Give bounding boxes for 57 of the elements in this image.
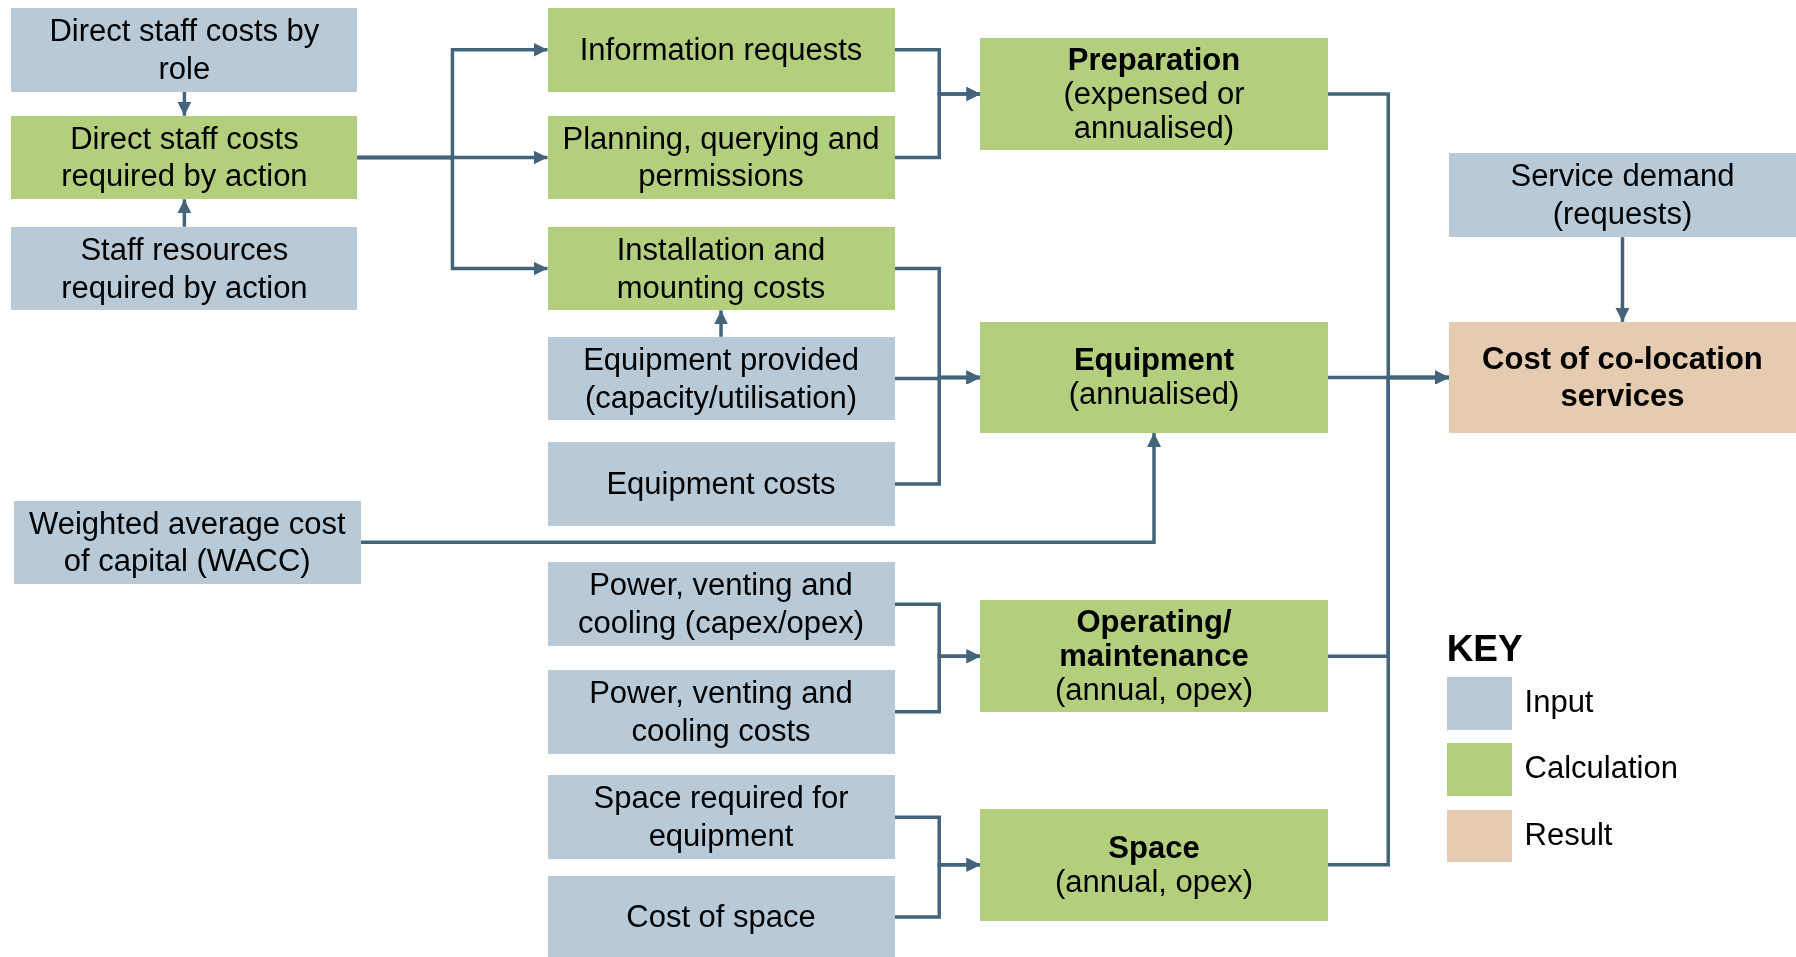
- input-box: [13, 500, 361, 585]
- connector-arrow: [894, 86, 981, 160]
- node-heading: Preparation: [1067, 42, 1241, 77]
- node-text: Planning, querying and permissions: [561, 119, 881, 196]
- node-text: Cost of co-location services: [1481, 339, 1764, 416]
- node-text: Installation and mounting costs: [615, 230, 827, 307]
- input-box: [1448, 153, 1796, 238]
- calculation-box: [980, 321, 1328, 433]
- node-text: Direct staff costs by role: [48, 12, 321, 88]
- input-box: [547, 775, 895, 860]
- input-box: [547, 336, 895, 421]
- node-text: Information requests: [579, 30, 863, 69]
- node-text: (expensed or annualised): [1062, 76, 1246, 146]
- connector-arrow: [894, 857, 981, 919]
- connector-arrow: [357, 155, 548, 276]
- node-text: (annual, opex): [1054, 673, 1254, 708]
- node-heading: Equipment: [1073, 343, 1235, 378]
- calculation-box: [11, 115, 358, 200]
- node-heading: Space: [1108, 830, 1200, 865]
- node-text: Equipment provided (capacity/utilisation): [582, 340, 860, 417]
- input-box: [11, 226, 358, 311]
- calculation-box: [980, 600, 1328, 713]
- input-box: [547, 562, 895, 646]
- legend-text: Result: [1524, 816, 1613, 853]
- connector-arrow: [1615, 237, 1630, 322]
- calculation-box: [980, 37, 1328, 151]
- connector-arrow: [177, 91, 192, 116]
- node-text: Service demand (requests): [1509, 157, 1736, 234]
- calculation-box: [547, 115, 895, 200]
- connector-arrow: [177, 199, 192, 227]
- node-text: Power, venting and cooling costs: [588, 674, 854, 750]
- node-heading: Operating/ maintenance: [1058, 605, 1250, 674]
- input-box: [547, 442, 895, 526]
- connector-arrow: [894, 649, 981, 714]
- node-text: (annualised): [1068, 377, 1240, 412]
- connector-arrow: [894, 370, 981, 486]
- node-text: Direct staff costs required by action: [60, 119, 309, 196]
- input-box: [547, 670, 895, 754]
- legend-text: Input: [1524, 683, 1594, 720]
- node-text: Weighted average cost of capital (WACC): [28, 504, 347, 581]
- calculation-box: [547, 8, 895, 92]
- connector-arrow: [714, 310, 729, 337]
- key-title: KEY: [1446, 627, 1523, 670]
- calculation-box: [980, 808, 1328, 921]
- calculation-box: [547, 226, 895, 311]
- connector-arrow: [360, 432, 1161, 545]
- node-text: (annual, opex): [1054, 864, 1254, 899]
- node-text: Staff resources required by action: [60, 230, 309, 307]
- connector-arrow: [1327, 370, 1449, 867]
- input-box: [547, 876, 895, 957]
- node-text: Cost of space: [626, 898, 816, 936]
- node-text: Space required for equipment: [592, 779, 850, 856]
- node-text: Power, venting and cooling (capex/opex): [577, 566, 866, 642]
- input-box: [11, 8, 358, 92]
- legend-text: Calculation: [1524, 750, 1678, 787]
- result-box: [1448, 321, 1796, 433]
- node-text: Equipment costs: [606, 465, 836, 503]
